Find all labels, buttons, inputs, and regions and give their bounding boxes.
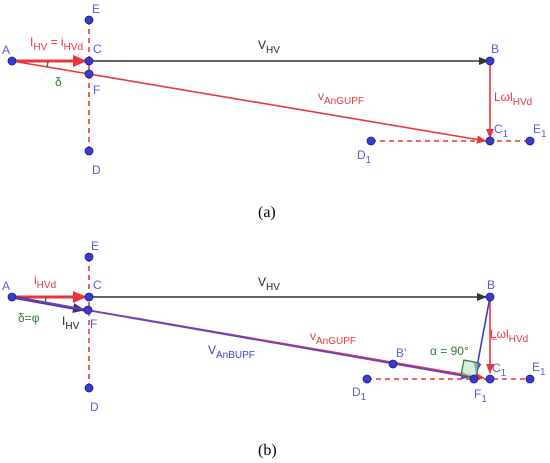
point-e1: [525, 136, 535, 146]
label-b-b: B: [487, 278, 495, 292]
label-f1: F1: [474, 387, 487, 405]
caption-a: (a): [258, 204, 276, 221]
label-e1: E1: [533, 122, 547, 140]
point-c-b: [84, 292, 94, 302]
label-c: C: [93, 42, 102, 56]
panel-b: A E C F D B B' F1 C1 D1 E1 iHVd δ=φ IHV …: [2, 239, 546, 459]
label-v-anbupf: VAnBUPF: [208, 343, 255, 361]
label-i-hv-eq: IHV = iHVd: [30, 35, 83, 53]
label-d: D: [92, 163, 101, 177]
label-i-hvd: iHVd: [34, 273, 56, 291]
point-b: [485, 56, 495, 66]
point-b-b: [485, 292, 495, 302]
point-e: [84, 15, 94, 25]
point-e1-b: [525, 374, 535, 384]
point-e-b: [84, 252, 94, 262]
point-d: [84, 146, 94, 156]
delta-arc-b: [44, 296, 47, 304]
vector-v-anbupf: [11, 296, 471, 380]
caption-b: (b): [258, 442, 277, 459]
label-v-hv: VHV: [258, 38, 280, 56]
label-lwi: LωlHVd: [494, 90, 532, 108]
vector-b-f1: [473, 296, 491, 373]
label-c-b: C: [93, 278, 102, 292]
point-f-b: [83, 305, 93, 315]
point-bprime: [388, 359, 398, 369]
point-f: [84, 69, 94, 79]
delta-arc: [46, 60, 49, 68]
point-d1: [366, 136, 376, 146]
point-a: [7, 56, 17, 66]
label-i-hv-b: IHV: [62, 314, 80, 332]
label-delta: δ: [55, 75, 62, 89]
label-d-b: D: [90, 400, 99, 414]
label-v-hv-b: VHV: [258, 275, 280, 293]
point-a-b: [7, 292, 17, 302]
label-d1-b: D1: [352, 385, 367, 403]
label-v-angupf: vAnGUPF: [318, 89, 364, 107]
label-a: A: [2, 43, 10, 57]
point-d1-b: [362, 374, 372, 384]
label-a-b: A: [2, 279, 10, 293]
vector-v-angupf: [11, 60, 487, 144]
label-d1: D1: [357, 148, 372, 166]
point-c: [84, 56, 94, 66]
label-b: B: [491, 42, 499, 56]
label-lwi-b: L̲ωlHVd: [489, 327, 528, 345]
point-c1: [485, 136, 495, 146]
label-delta-phi: δ=φ: [18, 311, 40, 325]
label-c1: C1: [494, 122, 509, 140]
point-f1: [469, 374, 479, 384]
label-bprime: B': [396, 346, 406, 360]
point-c1-b: [485, 374, 495, 384]
label-c1-b: C1: [492, 361, 507, 379]
label-e1-b: E1: [532, 360, 546, 378]
label-f-b: F: [90, 317, 97, 331]
label-v-angupf-b: vAnGUPF: [310, 329, 356, 347]
panel-a: A E C F D B C1 D1 E1 IHV = iHVd δ VHV vA…: [2, 2, 547, 221]
label-e: E: [92, 2, 100, 16]
label-alpha: α = 90°: [430, 344, 469, 358]
point-d-b: [84, 383, 94, 393]
label-f: F: [93, 83, 100, 97]
label-e-b: E: [91, 239, 99, 253]
